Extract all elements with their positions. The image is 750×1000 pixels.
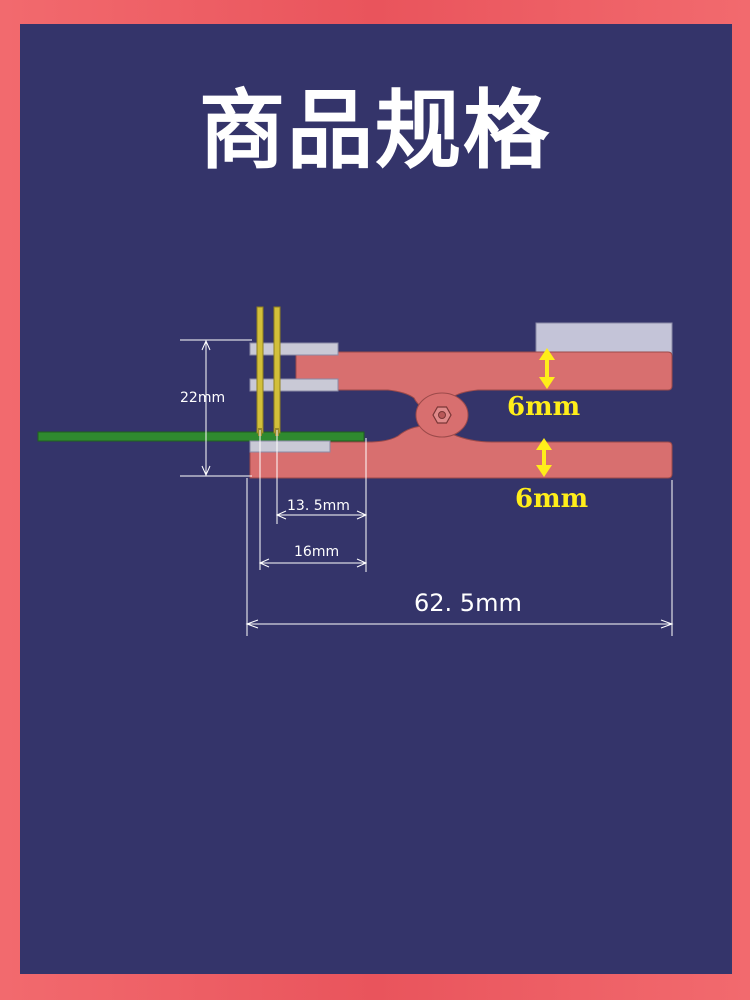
upper-thickness-arrow-icon — [539, 348, 555, 389]
content-panel — [20, 24, 732, 974]
dimension-outer-length — [258, 558, 368, 568]
pcb-board — [37, 431, 365, 442]
dimension-extension-lines — [246, 430, 673, 636]
pin-left — [256, 306, 264, 434]
lower-plate — [249, 440, 331, 453]
dimension-height-label: 22mm — [180, 390, 225, 406]
upper-plate — [249, 342, 339, 356]
lower-thickness-label: 6mm — [515, 484, 588, 514]
dimension-inner-length-label: 13. 5mm — [287, 498, 350, 514]
hinge-bolt — [438, 411, 446, 419]
dimension-outer-length-label: 16mm — [294, 544, 339, 560]
middle-plate — [249, 378, 339, 392]
lower-thickness-arrow-icon — [536, 438, 552, 477]
upper-jaw — [295, 351, 673, 411]
page-title: 商品规格 — [199, 81, 551, 181]
dimension-inner-length — [275, 510, 368, 520]
dimension-height — [180, 339, 252, 477]
dimension-total-length — [245, 619, 674, 629]
upper-thickness-label: 6mm — [507, 392, 580, 422]
dimension-total-length-label: 62. 5mm — [414, 589, 522, 617]
pin-right — [273, 306, 281, 434]
